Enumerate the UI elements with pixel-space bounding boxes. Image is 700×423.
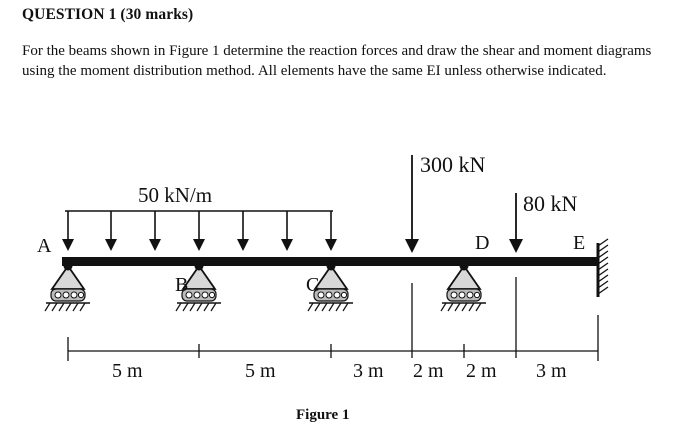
node-b-label: B — [175, 274, 188, 296]
span-p1-d-label: 2 m — [413, 360, 444, 382]
support-c — [307, 261, 353, 312]
point-load-2-label: 80 kN — [523, 191, 578, 216]
point-load-1-arrow — [405, 155, 419, 253]
node-e-label: E — [573, 232, 585, 254]
span-p2-e-label: 3 m — [536, 360, 567, 382]
support-d — [440, 261, 486, 312]
distributed-load — [62, 210, 337, 251]
span-ab-label: 5 m — [112, 360, 143, 382]
question-heading: QUESTION 1 (30 marks) — [22, 6, 194, 23]
figure-caption: Figure 1 — [296, 407, 349, 423]
support-b — [175, 261, 221, 312]
node-a-label: A — [37, 235, 52, 257]
point-load-1-label: 300 kN — [420, 152, 486, 177]
distributed-load-label: 50 kN/m — [138, 183, 212, 207]
span-c-p1-label: 3 m — [353, 360, 384, 382]
span-bc-label: 5 m — [245, 360, 276, 382]
beam-figure: 50 kN/m 300 kN 80 kN — [0, 125, 700, 423]
fixed-support-e — [596, 238, 609, 297]
dimension-line — [67, 277, 599, 361]
node-d-label: D — [475, 232, 489, 254]
span-d-p2-label: 2 m — [466, 360, 497, 382]
support-a — [44, 261, 90, 312]
node-c-label: C — [306, 274, 319, 296]
beam-diagram: 50 kN/m 300 kN 80 kN — [37, 152, 609, 423]
beam — [62, 257, 598, 266]
point-load-2-arrow — [509, 193, 523, 253]
question-prompt: For the beams shown in Figure 1 determin… — [22, 43, 652, 79]
